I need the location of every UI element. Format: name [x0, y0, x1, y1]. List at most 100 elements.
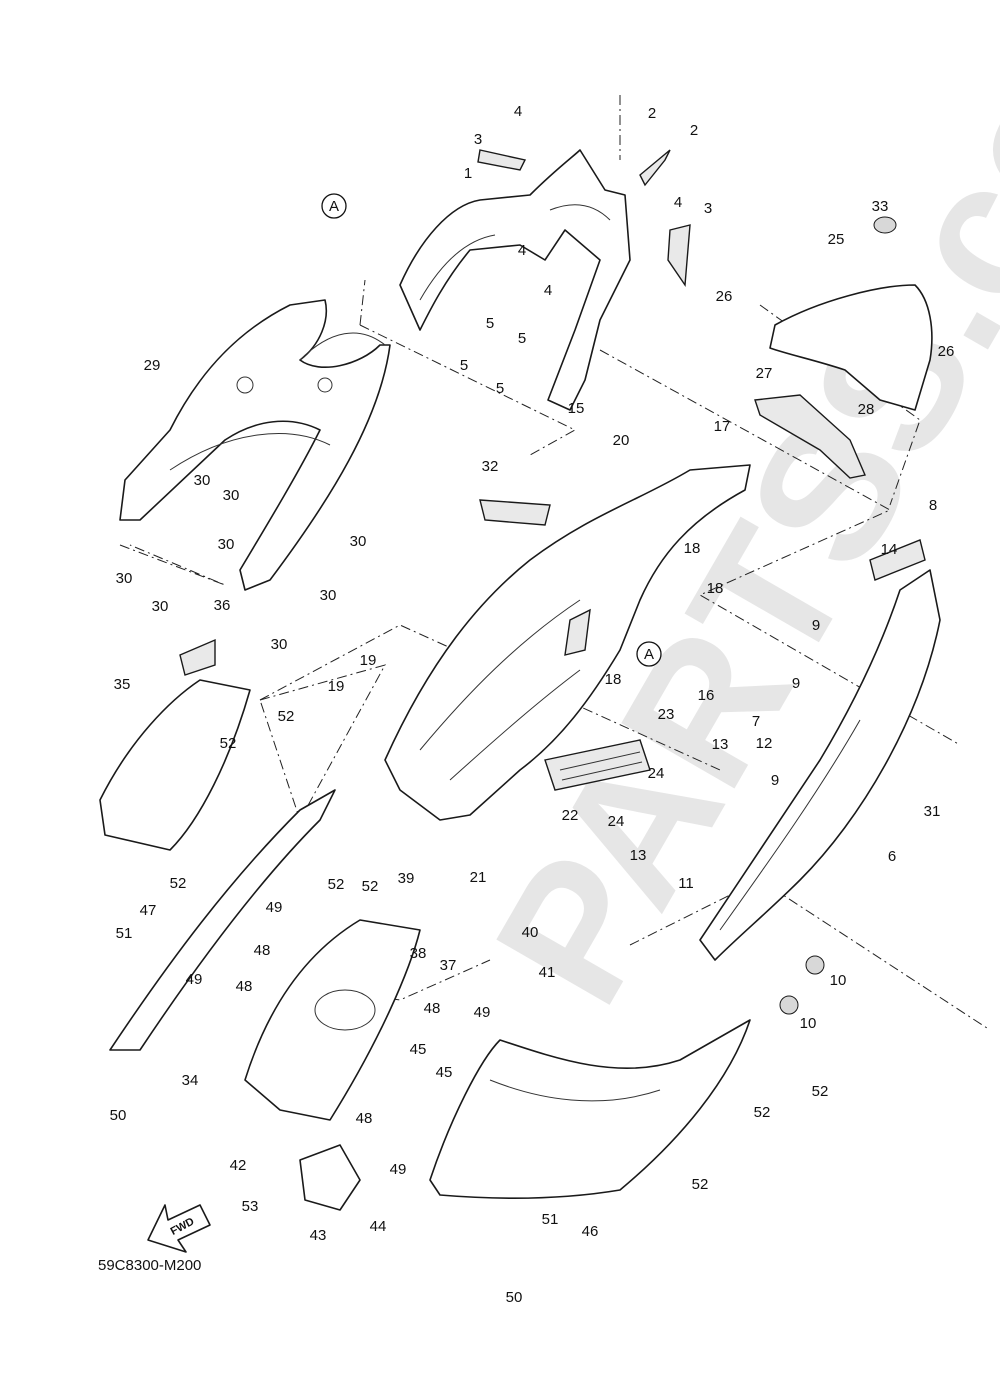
callout-8: 8: [929, 497, 937, 514]
callout-14: 14: [881, 541, 898, 558]
callout-49: 49: [390, 1161, 407, 1178]
reference-marker-label: A: [644, 646, 654, 663]
footrest-grille[interactable]: [544, 739, 651, 791]
reference-marker: A: [321, 193, 347, 219]
callout-28: 28: [858, 401, 875, 418]
callout-52: 52: [278, 708, 295, 725]
callout-38: 38: [410, 945, 427, 962]
lower-front-panel[interactable]: [244, 919, 421, 1121]
callout-21: 21: [470, 869, 487, 886]
callout-2: 2: [690, 122, 698, 139]
diagram-code: 59C8300-M200: [98, 1257, 201, 1274]
callout-48: 48: [424, 1000, 441, 1017]
main-center-cover[interactable]: [384, 464, 751, 821]
callout-3: 3: [704, 200, 712, 217]
callout-52: 52: [692, 1176, 709, 1193]
callout-52: 52: [328, 876, 345, 893]
callout-17: 17: [714, 418, 731, 435]
callout-9: 9: [812, 617, 820, 634]
callout-30: 30: [218, 536, 235, 553]
callout-4: 4: [544, 282, 552, 299]
callout-12: 12: [756, 735, 773, 752]
callout-24: 24: [608, 813, 625, 830]
callout-48: 48: [356, 1110, 373, 1127]
callout-11: 11: [678, 875, 694, 892]
right-side-cover[interactable]: [699, 539, 941, 1015]
reference-marker: A: [636, 641, 662, 667]
callout-43: 43: [310, 1227, 327, 1244]
callout-26: 26: [938, 343, 955, 360]
callout-39: 39: [398, 870, 415, 887]
callout-49: 49: [474, 1004, 491, 1021]
left-lower-cover[interactable]: [109, 789, 336, 1051]
callout-50: 50: [110, 1107, 127, 1124]
callout-52: 52: [220, 735, 237, 752]
callout-35: 35: [114, 676, 131, 693]
callout-29: 29: [144, 357, 161, 374]
callout-46: 46: [582, 1223, 599, 1240]
callout-19: 19: [328, 678, 345, 695]
callout-49: 49: [186, 971, 203, 988]
callout-22: 22: [562, 807, 579, 824]
rear-top-cover[interactable]: [754, 216, 933, 479]
callout-26: 26: [716, 288, 733, 305]
callout-2: 2: [648, 105, 656, 122]
callout-52: 52: [362, 878, 379, 895]
callout-50: 50: [506, 1289, 523, 1306]
callout-5: 5: [486, 315, 494, 332]
callout-52: 52: [812, 1083, 829, 1100]
callout-47: 47: [140, 902, 157, 919]
callout-45: 45: [436, 1064, 453, 1081]
callout-31: 31: [924, 803, 941, 820]
callout-30: 30: [320, 587, 337, 604]
callout-19: 19: [360, 652, 377, 669]
callout-30: 30: [194, 472, 211, 489]
front-fender[interactable]: [99, 638, 251, 851]
callout-20: 20: [613, 432, 630, 449]
callout-48: 48: [236, 978, 253, 995]
callout-10: 10: [830, 972, 847, 989]
callout-7: 7: [752, 713, 760, 730]
callout-33: 33: [872, 198, 889, 215]
callout-41: 41: [539, 964, 556, 981]
callout-5: 5: [496, 380, 504, 397]
callout-13: 13: [712, 736, 729, 753]
front-upper-bracket[interactable]: [399, 149, 691, 411]
callout-30: 30: [152, 598, 169, 615]
callout-24: 24: [648, 765, 665, 782]
callout-40: 40: [522, 924, 539, 941]
callout-3: 3: [474, 131, 482, 148]
callout-16: 16: [698, 687, 715, 704]
callout-30: 30: [271, 636, 288, 653]
callout-44: 44: [370, 1218, 387, 1235]
callout-32: 32: [482, 458, 499, 475]
lower-bracket[interactable]: [299, 1144, 361, 1211]
callout-52: 52: [170, 875, 187, 892]
callout-18: 18: [707, 580, 724, 597]
callout-4: 4: [518, 242, 526, 259]
callout-18: 18: [684, 540, 701, 557]
callout-4: 4: [674, 194, 682, 211]
callout-42: 42: [230, 1157, 247, 1174]
callout-37: 37: [440, 957, 457, 974]
callout-4: 4: [514, 103, 522, 120]
callout-51: 51: [542, 1211, 559, 1228]
callout-48: 48: [254, 942, 271, 959]
callout-27: 27: [756, 365, 773, 382]
forward-direction-arrow: FWD: [147, 1204, 211, 1253]
callout-34: 34: [182, 1072, 199, 1089]
callout-30: 30: [350, 533, 367, 550]
callout-13: 13: [630, 847, 647, 864]
callout-6: 6: [888, 848, 896, 865]
callout-9: 9: [792, 675, 800, 692]
callout-10: 10: [800, 1015, 817, 1032]
right-lower-side-cover[interactable]: [429, 1019, 751, 1200]
rear-inner-fender[interactable]: [119, 299, 391, 591]
callout-25: 25: [828, 231, 845, 248]
callout-9: 9: [771, 772, 779, 789]
callout-1: 1: [464, 165, 472, 182]
callout-51: 51: [116, 925, 133, 942]
callout-30: 30: [116, 570, 133, 587]
callout-53: 53: [242, 1198, 259, 1215]
